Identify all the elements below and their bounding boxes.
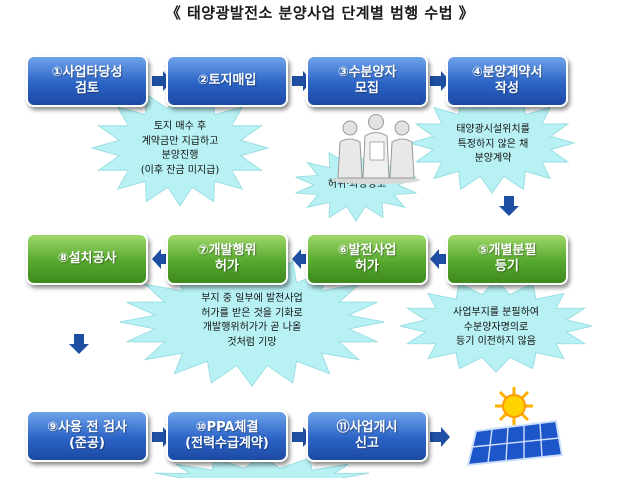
arrow-11-to-solar [430, 427, 450, 447]
step-4-sale-contract: ④분양계약서 작성 [446, 55, 568, 107]
business-people-icon [332, 114, 420, 184]
step-5-subdivision-reg: ⑤개별분필 등기 [446, 233, 568, 285]
arrow-8-to-9 [69, 334, 89, 354]
solar-panel-icon [466, 387, 564, 467]
arrow-5-to-6 [430, 249, 450, 269]
step-2-land-purchase: ②토지매입 [166, 55, 288, 107]
note-permit: 부지 중 일부에 발전사업 허가를 받은 것을 기화로 개발행위허가가 곧 나올… [201, 293, 303, 348]
note-land-purchase: 토지 매수 후 계약금만 지급하고 분양진행 (이후 잔금 미지급) [140, 121, 220, 176]
step-1-feasibility: ①사업타당성 검토 [26, 55, 148, 107]
step-7-development-permit: ⑦개발행위 허가 [166, 233, 288, 285]
step-6-generation-permit: ⑥발전사업 허가 [306, 233, 428, 285]
note-false-ad: 허위·과장광고 [327, 179, 387, 190]
sun-icon [495, 387, 533, 425]
note-contract: 태양광시설위치를 특정하지 않은 채 분양계약 [456, 124, 530, 164]
step-11-business-start: ⑪사업개시 신고 [306, 410, 428, 462]
step-3-recruit-buyers: ③수분양자 모집 [306, 55, 428, 107]
step-10-ppa-contract: ⑩PPA체결 (전력수급계약) [166, 410, 288, 462]
arrow-4-to-5 [499, 196, 519, 216]
step-9-pre-use-inspection: ⑨사용 전 검사 (준공) [26, 410, 148, 462]
page-title: 《 태양광발전소 분양사업 단계별 범행 수법 》 [165, 4, 475, 22]
step-8-installation: ⑧설치공사 [26, 233, 148, 285]
arrow-3-to-4 [430, 71, 450, 91]
note-subdivision: 사업부지를 분필하여 수분양자명의로 등기 이전하지 않음 [453, 307, 539, 347]
